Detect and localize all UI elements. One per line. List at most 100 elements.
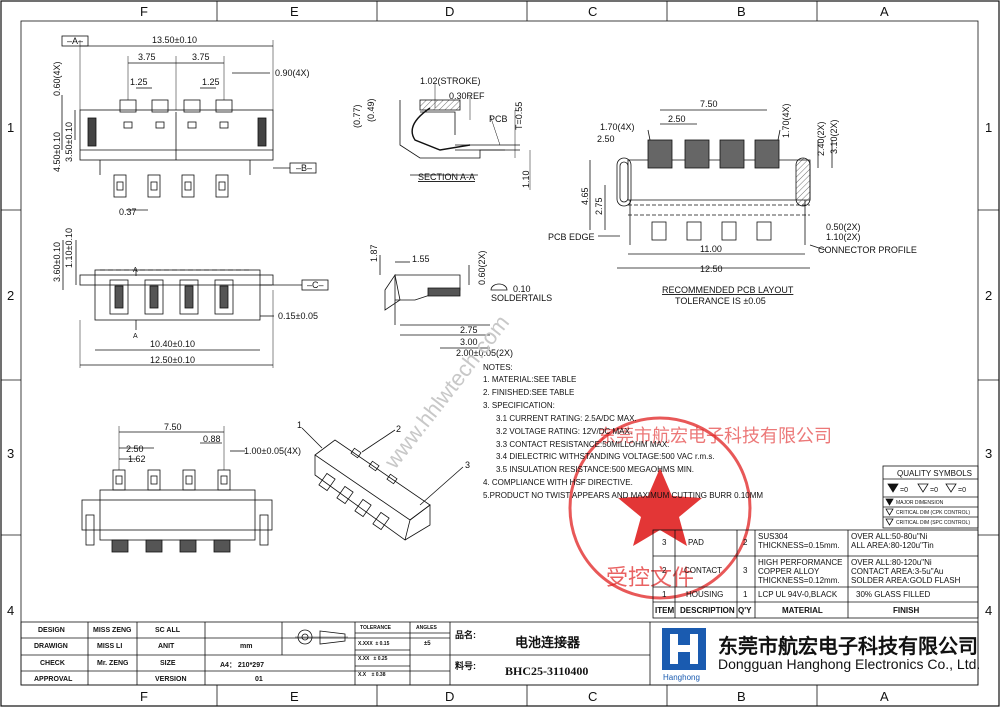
note-3-4: 3.4 DIELECTRIC WITHSTANDING VOLTAGE:500 … <box>496 452 715 461</box>
top-view-dims: –A– –B– 13.50±0.10 3.75 3.75 1.25 1.25 0… <box>52 35 312 217</box>
tb-size-label: SIZE <box>160 660 176 667</box>
section-a-a-view <box>399 84 531 190</box>
note-2: 2. FINISHED:SEE TABLE <box>483 388 575 397</box>
tb-label-drawign: DRAWIGN <box>34 643 68 650</box>
row-label-2: 2 <box>7 288 14 303</box>
bom-fin-3: OVER ALL:50-80u"Ni ALL AREA:80-120u"Tin <box>851 532 934 550</box>
note-4: 4. COMPLIANCE WITH HSF DIRECTIVE. <box>483 478 633 487</box>
row-label-1: 1 <box>7 120 14 135</box>
balloon-2: 2 <box>396 424 401 434</box>
tb-sc-label: SC ALL <box>155 627 181 634</box>
bom-mat-1: LCP UL 94V-0,BLACK <box>758 590 838 599</box>
col-label-a: A <box>880 4 889 19</box>
pcb-tolerance: TOLERANCE IS ±0.05 <box>675 296 766 306</box>
tb-tol-row-3: X.X ± 0.38 <box>358 672 386 678</box>
pcb-dim-1-10-2x: 1.10(2X) <box>826 232 861 242</box>
dim-1-10-front: 1.10±0.10 <box>64 228 74 268</box>
note-5: 5.PRODUCT NO TWIST APPEARS AND MAXIMUM C… <box>483 491 764 500</box>
tb-label-design: DESIGN <box>38 627 65 634</box>
bom-header-material: MATERIAL <box>782 606 823 615</box>
dim-0-90-4x: 0.90(4X) <box>275 68 310 78</box>
bom-table <box>652 529 979 619</box>
pcb-dim-7-50: 7.50 <box>700 99 718 109</box>
note-3-2: 3.2 VOLTAGE RATING: 12V/DC MAX. <box>496 427 633 436</box>
soldertails-label: SOLDERTAILS <box>491 293 552 303</box>
company-stamp: 东莞市航宏电子科技有限公司 受控文件 <box>568 416 832 600</box>
tb-angle-value: ±5 <box>424 641 431 647</box>
pcb-dim-2-50: 2.50 <box>668 114 686 124</box>
datum-b-label: –B– <box>296 163 312 173</box>
bottom-dim-1-62: 1.62 <box>128 454 146 464</box>
bottom-dim-7-50: 7.50 <box>164 422 182 432</box>
tb-name-check: Mr. ZENG <box>97 660 129 667</box>
bom-mat-2: HIGH PERFORMANCE COPPER ALLOY THICKNESS=… <box>758 558 843 585</box>
bom-header-description: DESCRIPTION <box>680 606 735 615</box>
quality-title: QUALITY SYMBOLS <box>897 469 972 478</box>
col-label-d-bottom: D <box>445 689 454 704</box>
bom-header-qty: Q'Y <box>738 606 752 615</box>
dim-4-50: 4.50±0.10 <box>52 132 62 172</box>
section-dims: 1.02(STROKE) 0.30REF PCB T=0.55 (0.77) (… <box>352 76 531 188</box>
tb-name-design: MISS ZENG <box>93 627 132 634</box>
col-label-a-bottom: A <box>880 689 889 704</box>
quality-symbols-text: QUALITY SYMBOLS =0 =0 =0 MAJOR DIMENSION… <box>896 469 972 526</box>
connector-profile-label: CONNECTOR PROFILE <box>818 245 917 255</box>
balloon-1: 1 <box>297 420 302 430</box>
side-dim-3-00: 3.00 <box>460 337 478 347</box>
isometric-view <box>301 427 464 541</box>
tb-part-value: BHC25-3110400 <box>505 664 589 678</box>
iso-balloons: 1 2 3 <box>297 420 470 470</box>
notes-heading: NOTES: <box>483 363 513 372</box>
col-label-b-bottom: B <box>737 689 746 704</box>
tb-unit-label: ANIT <box>158 643 175 650</box>
dim-1-25-left: 1.25 <box>130 77 148 87</box>
dim-0-77: (0.77) <box>352 104 362 128</box>
row-label-2-right: 2 <box>985 288 992 303</box>
side-dim-0-60-2x: 0.60(2X) <box>477 250 487 285</box>
side-dim-1-87: 1.87 <box>369 244 379 262</box>
dim-3-75-left: 3.75 <box>138 52 156 62</box>
col-label-c: C <box>588 4 597 19</box>
bom-header-finish: FINISH <box>893 606 920 615</box>
bom-fin-1: 30% GLASS FILLED <box>856 590 931 599</box>
quality-row-cpk: CRITICAL DIM (CPK CONTROL) <box>896 510 970 516</box>
pcb-dim-1-70-right: 1.70(4X) <box>781 103 791 138</box>
col-label-f: F <box>140 4 148 19</box>
row-label-1-right: 1 <box>985 120 992 135</box>
company-logo: Hanghong <box>662 628 706 682</box>
pcb-dim-2-40-2x: 2.40(2X) <box>816 121 826 156</box>
tb-version-value: 01 <box>255 676 263 683</box>
bom-fin-2: OVER ALL:80-120u"Ni CONTACT AREA:3-5u"Au… <box>851 558 961 585</box>
row-label-4-right: 4 <box>985 603 992 618</box>
dim-1-25-right: 1.25 <box>202 77 220 87</box>
pcb-dim-4-65: 4.65 <box>580 187 590 205</box>
tb-label-check: CHECK <box>40 660 65 667</box>
dim-stroke: 1.02(STROKE) <box>420 76 481 86</box>
title-block <box>20 621 979 686</box>
note-3-5: 3.5 INSULATION RESISTANCE:500 MEGAOHMS M… <box>496 465 694 474</box>
dim-13-50: 13.50±0.10 <box>152 35 197 45</box>
pcb-dim-3-10-2x: 3.10(2X) <box>829 119 839 154</box>
dim-0-60-4x: 0.60(4X) <box>52 61 62 96</box>
quality-sym-1: =0 <box>900 487 908 494</box>
bottom-dim-0-88: 0.88 <box>203 434 221 444</box>
col-label-f-bottom: F <box>140 689 148 704</box>
dim-1-10-section: 1.10 <box>521 170 531 188</box>
quality-row-spc: CRITICAL DIM (SPC CONTROL) <box>896 520 970 526</box>
quality-sym-2: =0 <box>930 487 938 494</box>
bom-desc-housing: HOUSING <box>686 590 724 599</box>
note-1: 1. MATERIAL:SEE TABLE <box>483 375 577 384</box>
bottom-view-dims: 7.50 2.50 1.62 0.88 1.00±0.05(4X) <box>126 422 301 464</box>
top-view <box>61 35 317 211</box>
tb-name-value: 电池连接器 <box>515 635 581 650</box>
side-dim-1-55: 1.55 <box>412 254 430 264</box>
section-title: SECTION A-A <box>418 172 475 182</box>
side-view <box>379 255 508 349</box>
pcb-dim-2-50-b: 2.50 <box>597 134 615 144</box>
tb-part-label: 料号: <box>455 661 476 671</box>
tb-tol-row-2: X.XX ± 0.25 <box>358 656 388 662</box>
bom-item-2: 2 <box>662 566 667 575</box>
stamp-subtext: 受控文件 <box>606 565 694 590</box>
row-label-4: 4 <box>7 603 14 618</box>
